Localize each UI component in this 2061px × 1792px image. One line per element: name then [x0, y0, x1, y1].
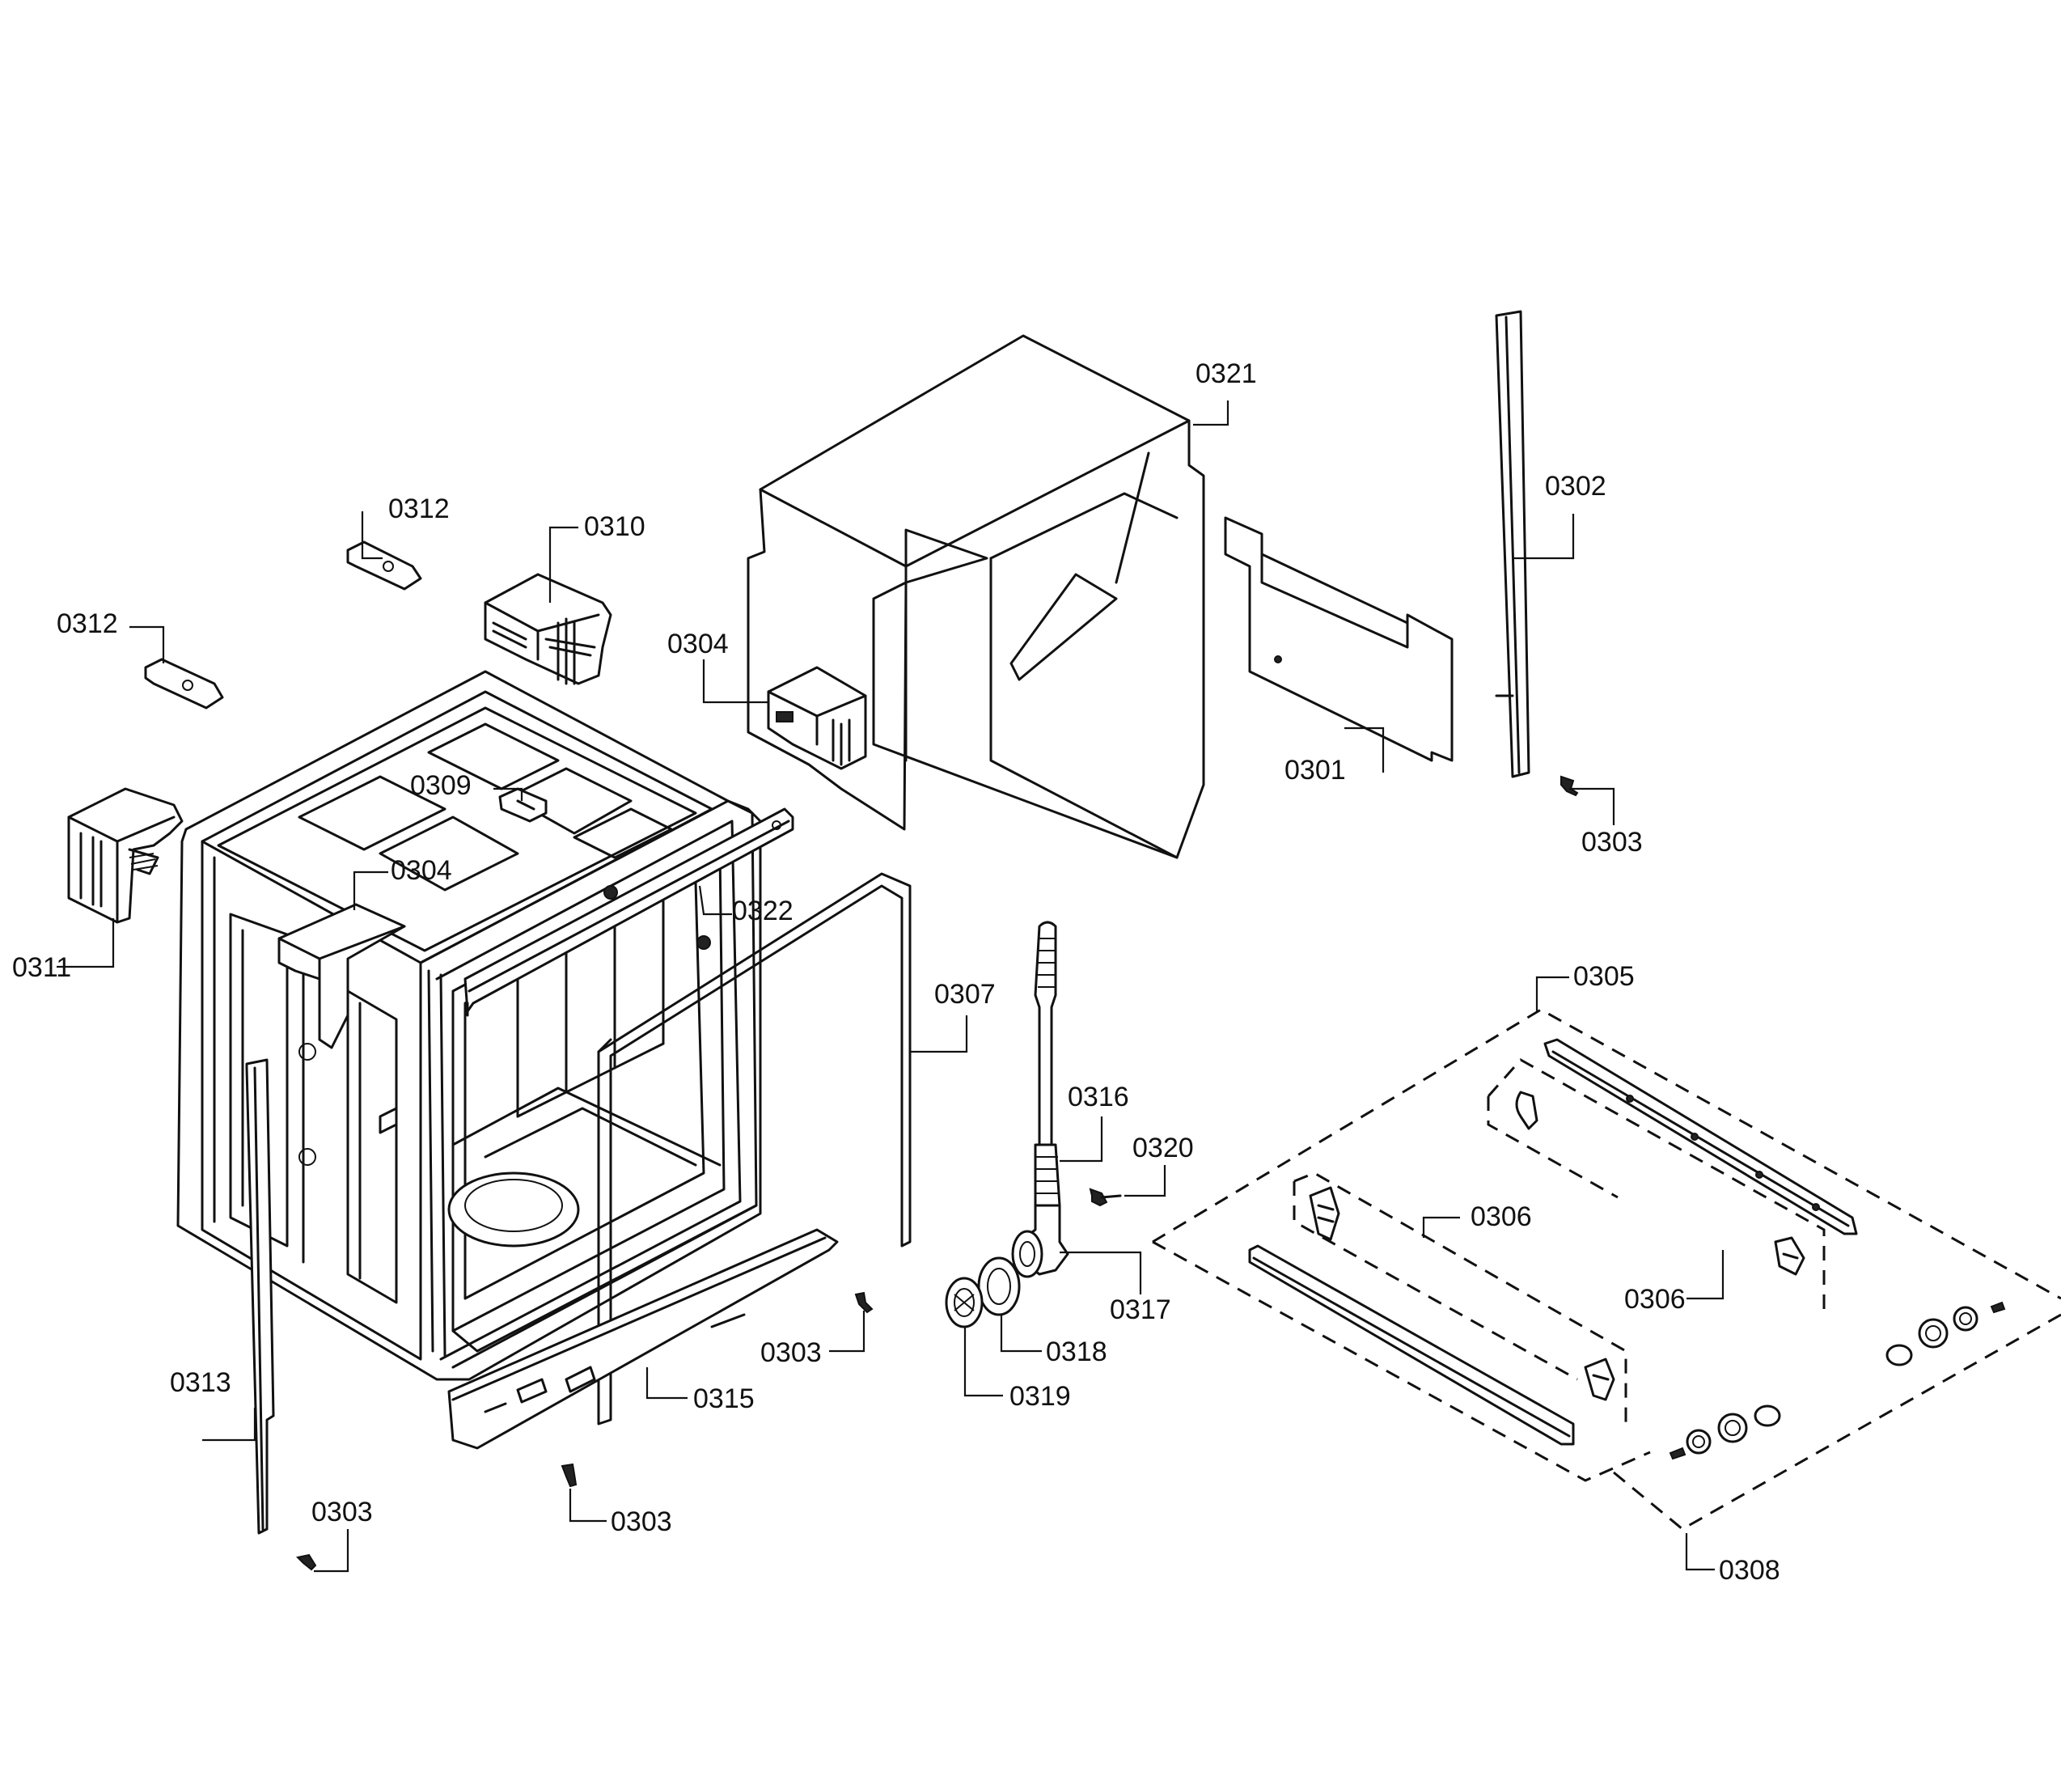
part-0303-screw-d	[295, 1553, 317, 1571]
label-0317: 0317	[1110, 1294, 1171, 1325]
part-0311-hinge-block	[67, 787, 184, 924]
part-0303-screw-c	[561, 1463, 578, 1488]
part-labels: 0321 0302 0312 0310 0312 0304 0301 0303 …	[12, 358, 1780, 1586]
part-0312-bracket-b	[144, 658, 224, 710]
part-0320-screw	[1089, 1188, 1122, 1207]
leader-lines	[57, 400, 1725, 1573]
label-0321: 0321	[1196, 358, 1257, 389]
part-0315-bottom-tray	[447, 1228, 839, 1450]
label-0304-b: 0304	[391, 855, 452, 886]
label-0301: 0301	[1284, 755, 1346, 786]
label-0304-a: 0304	[667, 629, 729, 659]
part-0305-base-assembly	[1152, 1008, 2061, 1531]
part-0307-door-seal	[597, 872, 912, 1426]
part-0316-hose	[1034, 921, 1061, 1207]
label-0318: 0318	[1046, 1337, 1107, 1367]
label-0312-b: 0312	[57, 608, 118, 639]
label-0322: 0322	[732, 896, 794, 926]
part-0310-hinge-block	[484, 573, 612, 685]
part-0304-module-upper	[767, 666, 867, 770]
part-0317-elbow	[1011, 1204, 1069, 1278]
label-0303-a: 0303	[1581, 827, 1643, 858]
label-0306-a: 0306	[1471, 1201, 1532, 1232]
label-0316: 0316	[1068, 1082, 1129, 1112]
label-0319: 0319	[1009, 1381, 1071, 1412]
part-0301-panel	[1224, 516, 1454, 762]
label-0303-d: 0303	[311, 1497, 373, 1527]
part-0303-screw-a	[1560, 775, 1579, 797]
part-0313-strip	[245, 1058, 275, 1535]
label-0308: 0308	[1719, 1555, 1780, 1586]
label-0306-b: 0306	[1624, 1284, 1686, 1315]
label-0310: 0310	[584, 511, 645, 542]
label-0315: 0315	[693, 1383, 755, 1414]
part-0321-cover	[747, 334, 1205, 859]
label-0305: 0305	[1573, 961, 1635, 992]
part-0318-ring	[977, 1256, 1021, 1316]
label-0311: 0311	[12, 952, 71, 983]
part-0322-rail	[463, 807, 794, 1017]
label-0309: 0309	[410, 770, 472, 801]
label-0303-b: 0303	[760, 1337, 822, 1368]
part-0304-module-lower	[277, 903, 406, 1049]
part-0302-strip	[1495, 310, 1530, 778]
label-0320: 0320	[1132, 1133, 1194, 1163]
label-0313: 0313	[170, 1367, 231, 1398]
part-0312-bracket-a	[346, 540, 422, 591]
part-0319-nut	[945, 1277, 984, 1328]
label-0303-c: 0303	[611, 1506, 672, 1537]
label-0302: 0302	[1545, 471, 1606, 502]
part-0303-screw-b	[854, 1291, 874, 1314]
label-0307: 0307	[934, 979, 996, 1010]
label-0312-a: 0312	[388, 494, 450, 524]
